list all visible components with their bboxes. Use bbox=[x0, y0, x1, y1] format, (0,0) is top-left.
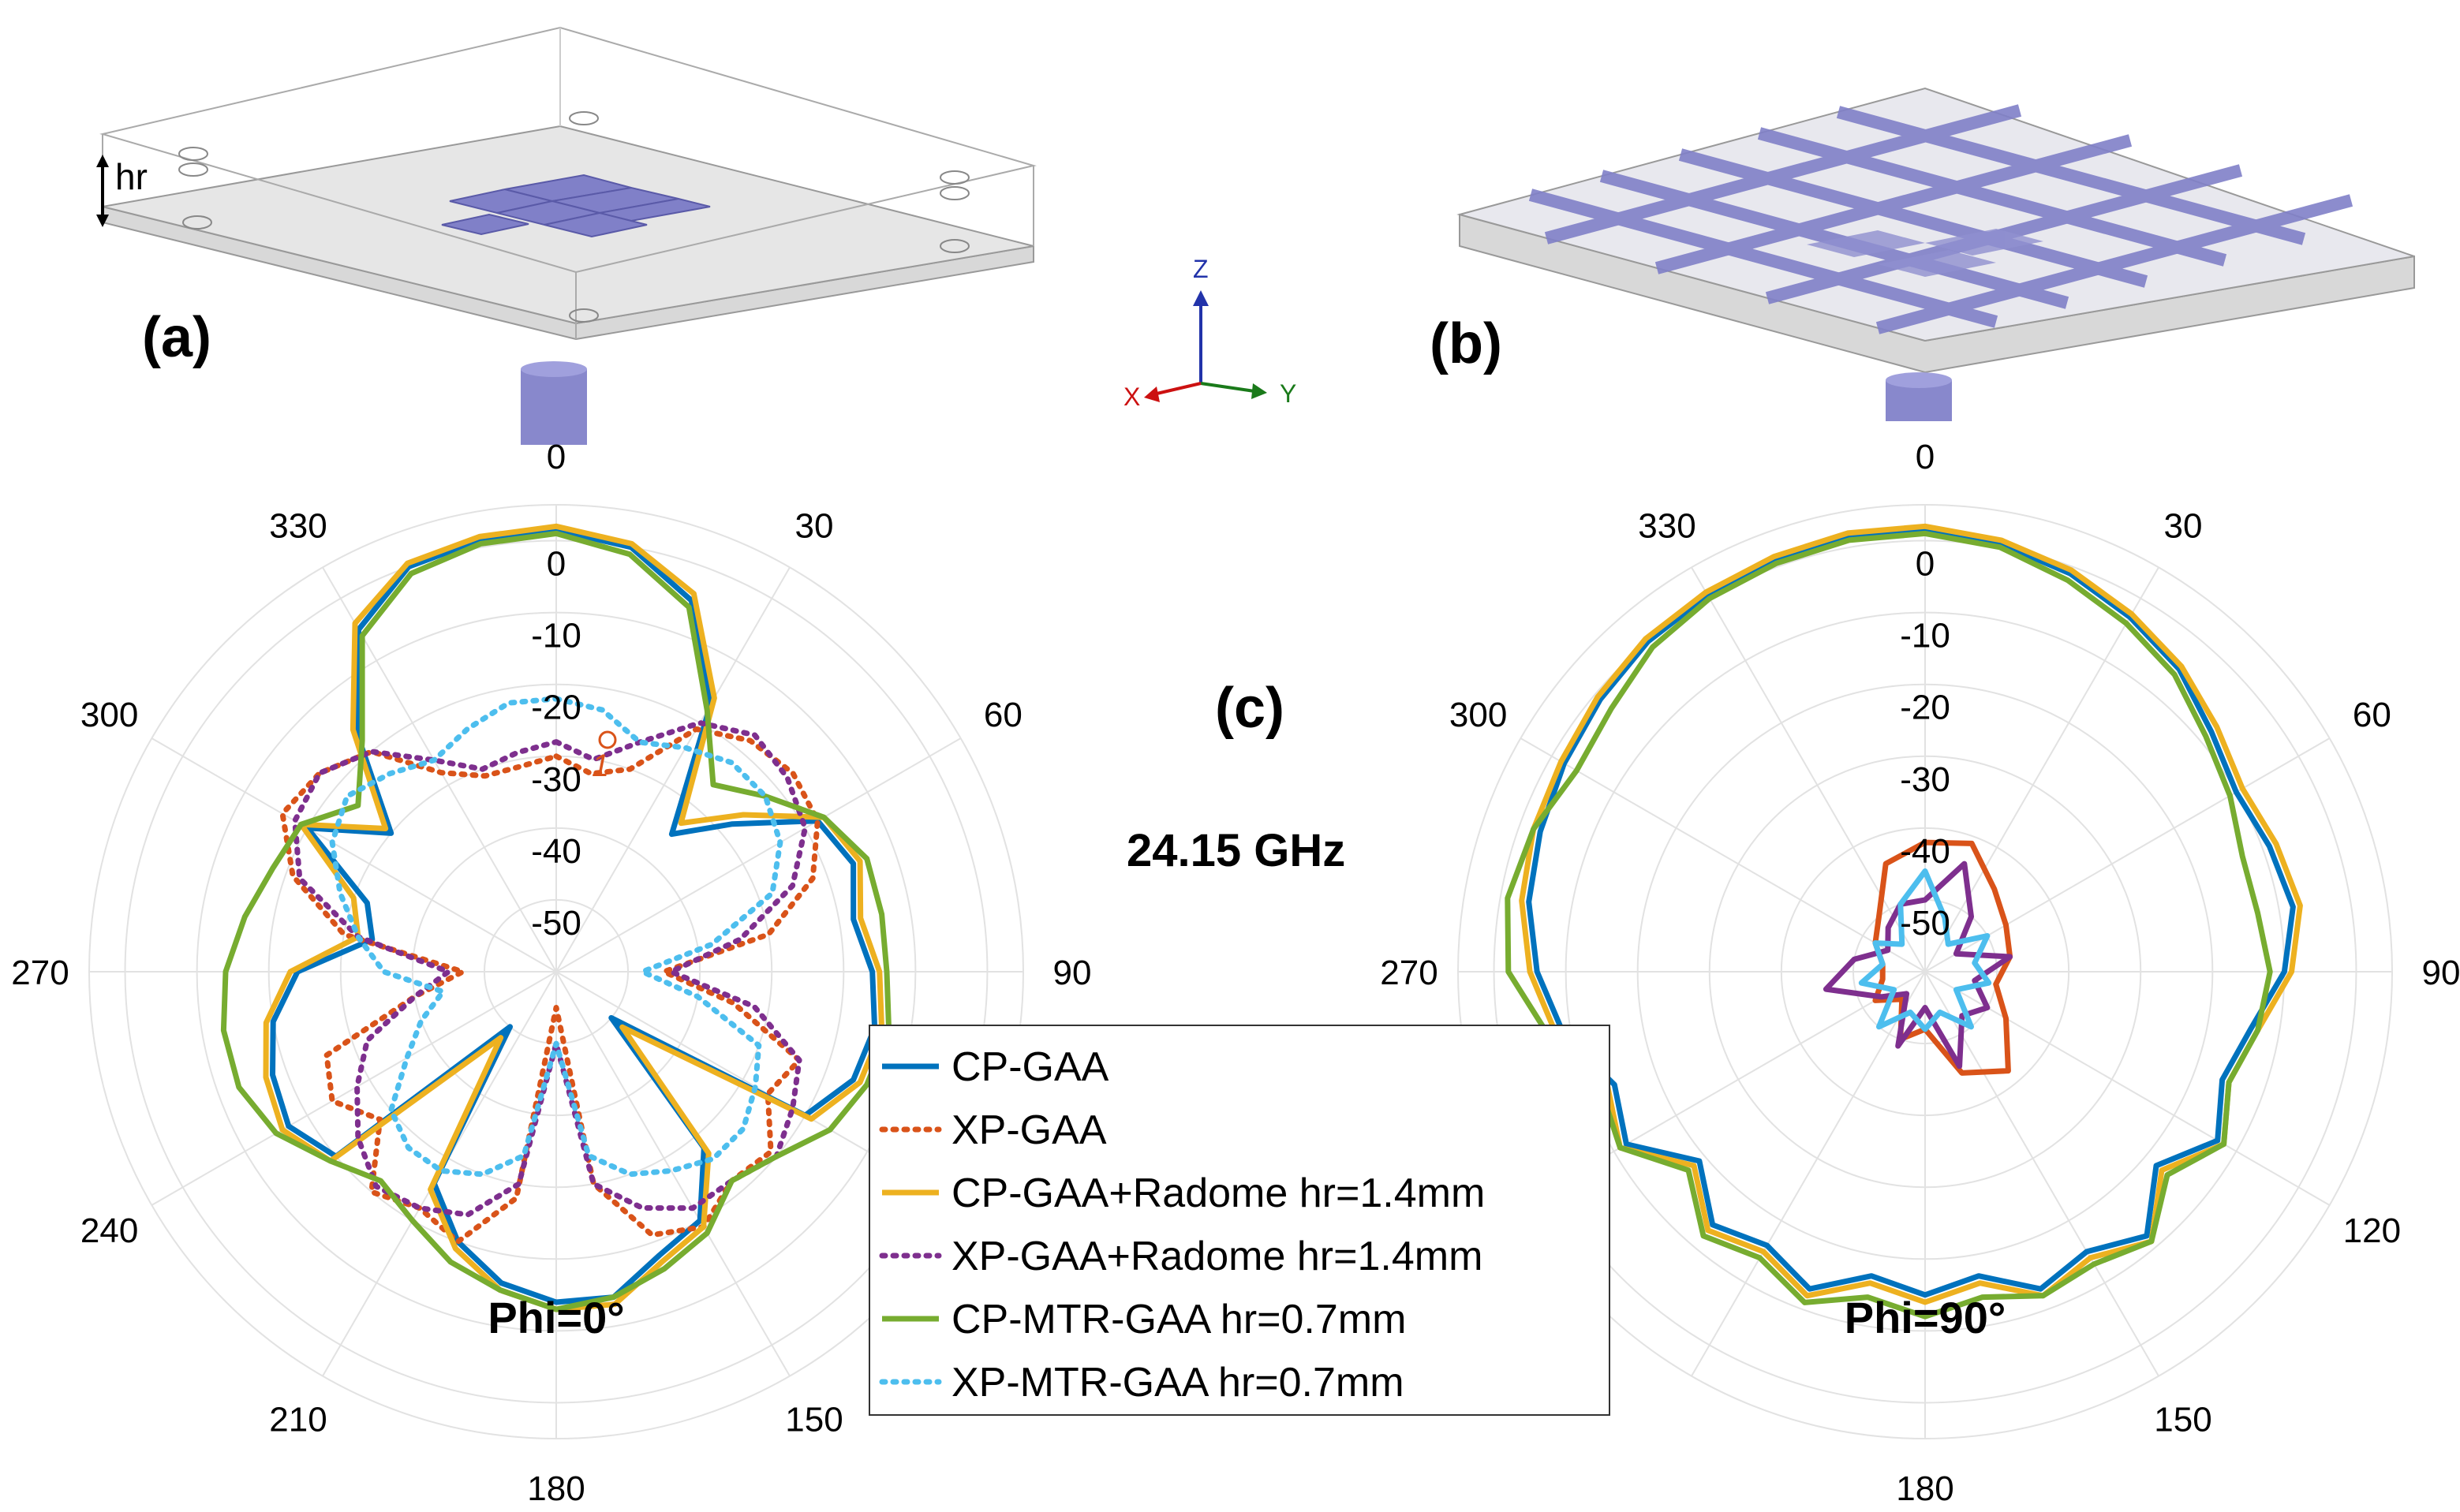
series-line-xp-radome bbox=[1823, 861, 2013, 1070]
radial-tick-label: -50 bbox=[1900, 904, 1950, 943]
angle-tick-label: 0 bbox=[547, 438, 566, 476]
axis-x-label: X bbox=[1123, 383, 1140, 411]
angular-gridline bbox=[1691, 566, 1926, 973]
angle-tick-label: 270 bbox=[11, 954, 69, 992]
angular-gridline bbox=[151, 971, 557, 1206]
angle-tick-label: 60 bbox=[2353, 696, 2391, 734]
radial-tick-label: -30 bbox=[531, 760, 581, 799]
radial-tick-label: -20 bbox=[1900, 689, 1950, 727]
radial-tick-label: -40 bbox=[531, 832, 581, 871]
angular-gridline bbox=[151, 737, 557, 973]
hole bbox=[569, 308, 599, 323]
frequency-label: 24.15 GHz bbox=[1127, 825, 1345, 876]
model-b bbox=[1456, 87, 2415, 421]
angle-tick-label: 30 bbox=[2164, 507, 2203, 546]
legend-label: XP-MTR-GAA hr=0.7mm bbox=[951, 1360, 1404, 1406]
hr-label: hr bbox=[115, 156, 148, 197]
polar-chart-phi90: 0 30 60 90 120 150 180 270 300 330 0 -10 -20 -30 -40 -5… bbox=[1380, 438, 2460, 1508]
axis-triad: Z Y X bbox=[1123, 255, 1296, 411]
series-line-cp-mtr bbox=[220, 530, 892, 1312]
hr-arrow-head bbox=[96, 215, 109, 227]
angular-gridline bbox=[1924, 971, 2331, 1206]
angle-tick-label: 150 bbox=[2154, 1400, 2211, 1439]
angle-tick-label: 60 bbox=[984, 696, 1023, 734]
legend: CP-GAA XP-GAA CP-GAA+Radome hr=1.4mmXP-GAA… bbox=[869, 1025, 1610, 1416]
series-line-xp-gaa bbox=[279, 726, 821, 1245]
legend-label: CP-MTR-GAA hr=0.7mm bbox=[951, 1297, 1406, 1342]
angle-tick-label: 270 bbox=[1380, 954, 1437, 992]
series-line-xp-mtr bbox=[329, 696, 783, 1178]
radial-tick-label: -40 bbox=[1900, 832, 1950, 871]
angular-gridline bbox=[555, 971, 791, 1377]
angle-tick-label: 300 bbox=[1449, 696, 1507, 734]
polar-chart-phi0: 0 30 60 90 150 180 210 240 270 300 330 0 -10 -20 -30 -4… bbox=[11, 438, 1091, 1508]
radial-tick-label: -30 bbox=[1900, 760, 1950, 799]
patch-b bbox=[1807, 229, 2043, 277]
angle-tick-label: 150 bbox=[785, 1400, 843, 1439]
angle-tick-label: 30 bbox=[795, 507, 834, 546]
angle-tick-label: 300 bbox=[80, 696, 138, 734]
angular-gridline bbox=[1924, 737, 2331, 973]
legend-label: XP-GAA+Radome hr=1.4mm bbox=[951, 1234, 1482, 1279]
feed-a-top bbox=[521, 361, 587, 377]
radial-tick-label: -10 bbox=[1900, 617, 1950, 655]
patch-a bbox=[441, 174, 711, 238]
marker-label: 1 bbox=[592, 749, 609, 783]
panel-label-b: (b) bbox=[1430, 312, 1502, 375]
angle-tick-label: 90 bbox=[1053, 954, 1092, 992]
angular-gridline bbox=[1924, 971, 2159, 1377]
angular-gridline bbox=[1691, 971, 1926, 1377]
radial-tick-label: -50 bbox=[531, 904, 581, 943]
series-line-cp-radome bbox=[1519, 523, 2303, 1305]
series-line-cp-gaa bbox=[1526, 527, 2296, 1298]
panel-label-c: (c) bbox=[1215, 677, 1284, 740]
hr-arrow-head bbox=[96, 155, 109, 167]
hole bbox=[182, 215, 212, 230]
axis-z-label: Z bbox=[1193, 255, 1209, 283]
angle-tick-label: 330 bbox=[269, 507, 327, 546]
angle-tick-label: 210 bbox=[269, 1400, 327, 1439]
axis-y-label: Y bbox=[1280, 379, 1296, 408]
radial-tick-label: -20 bbox=[531, 689, 581, 727]
angle-tick-label: 0 bbox=[1916, 438, 1935, 476]
polar-title: Phi=90° bbox=[1845, 1293, 2006, 1342]
angle-tick-label: 120 bbox=[2343, 1211, 2401, 1250]
hole bbox=[178, 147, 208, 161]
hole bbox=[940, 239, 970, 253]
radial-tick-label: 0 bbox=[1916, 545, 1935, 584]
angle-tick-label: 90 bbox=[2422, 954, 2460, 992]
angular-gridline bbox=[1520, 737, 1926, 973]
angular-gridline bbox=[555, 737, 962, 973]
series-line-xp-mtr bbox=[1858, 868, 1992, 1032]
angle-tick-label: 180 bbox=[1896, 1469, 1953, 1508]
hole bbox=[940, 186, 970, 200]
hole bbox=[940, 170, 970, 185]
radial-tick-label: 0 bbox=[547, 545, 566, 584]
series-line-cp-mtr bbox=[1505, 530, 2273, 1320]
legend-label: CP-GAA bbox=[951, 1044, 1109, 1090]
angular-gridline bbox=[555, 566, 791, 973]
angle-tick-label: 240 bbox=[80, 1211, 138, 1250]
feed-b-top bbox=[1886, 372, 1952, 388]
hole bbox=[569, 111, 599, 125]
legend-label: CP-GAA+Radome hr=1.4mm bbox=[951, 1170, 1485, 1216]
angle-tick-label: 330 bbox=[1638, 507, 1695, 546]
marker-1 bbox=[598, 730, 617, 749]
feed-a bbox=[521, 369, 587, 445]
angle-tick-label: 180 bbox=[527, 1469, 585, 1508]
legend-label: XP-GAA bbox=[951, 1107, 1107, 1153]
model-a: hr bbox=[96, 26, 1037, 445]
angular-gridline bbox=[1924, 566, 2159, 973]
hole bbox=[178, 162, 208, 177]
radial-tick-label: -10 bbox=[531, 617, 581, 655]
legend-box bbox=[869, 1025, 1610, 1416]
polar-title: Phi=0° bbox=[488, 1293, 624, 1342]
panel-label-a: (a) bbox=[142, 306, 211, 369]
